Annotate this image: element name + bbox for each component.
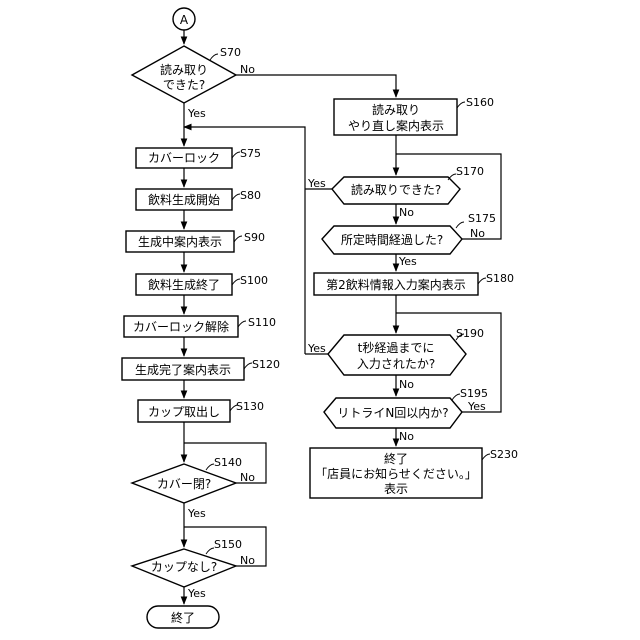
step-s180-process: 第2飲料情報入力案内表示	[314, 273, 478, 295]
s195-yes-label: Yes	[467, 400, 486, 413]
s175-yes-label: Yes	[398, 255, 417, 268]
s140-text: カバー閉?	[157, 477, 211, 491]
s140-no-label: No	[240, 471, 255, 484]
s195-no-label: No	[399, 430, 414, 443]
s70-no-label: No	[240, 63, 255, 76]
s140-yes-label: Yes	[187, 507, 206, 520]
id-s100: S100	[240, 274, 268, 287]
s190-no-label: No	[399, 378, 414, 391]
s70-line2: できた?	[163, 78, 205, 92]
id-s190: S190	[456, 327, 484, 340]
id-s110: S110	[248, 316, 276, 329]
s100-text: 飲料生成終了	[148, 277, 220, 292]
s110-text: カバーロック解除	[133, 319, 229, 334]
s170-yes-label: Yes	[307, 177, 326, 190]
id-s230: S230	[490, 448, 518, 461]
connector-a-label: A	[180, 13, 189, 27]
id-s130: S130	[236, 400, 264, 413]
id-s75: S75	[240, 147, 261, 160]
step-s140-decision: カバー閉?	[132, 464, 236, 503]
id-s120: S120	[252, 358, 280, 371]
s70-yes-label: Yes	[187, 107, 206, 120]
connector-a: A	[173, 8, 195, 30]
s190-yes-label: Yes	[307, 342, 326, 355]
s120-text: 生成完了案内表示	[135, 362, 231, 377]
id-s195: S195	[460, 387, 488, 400]
step-s195-decision: リトライN回以内か?	[324, 398, 462, 428]
s130-text: カップ取出し	[148, 405, 220, 419]
id-s70: S70	[220, 46, 241, 59]
s170-text: 読み取りできた?	[351, 182, 441, 197]
end-left-terminal: 終了	[147, 606, 219, 628]
id-s80: S80	[240, 189, 261, 202]
s70-line1: 読み取り	[160, 62, 208, 77]
id-s170: S170	[456, 165, 484, 178]
s230-line3: 表示	[384, 482, 408, 496]
step-s175-decision: 所定時間経過した?	[322, 226, 462, 254]
step-s75-process: カバーロック	[136, 148, 232, 168]
s190-line1: t秒経過までに	[358, 341, 435, 355]
s150-text: カップなし?	[151, 560, 217, 574]
id-s175: S175	[468, 212, 496, 225]
id-s180: S180	[486, 272, 514, 285]
step-s90-process: 生成中案内表示	[126, 231, 234, 252]
id-s140: S140	[214, 456, 242, 469]
step-s110-process: カバーロック解除	[124, 316, 238, 337]
step-s160-process: 読み取り やり直し案内表示	[334, 99, 457, 135]
s75-text: カバーロック	[148, 151, 220, 165]
step-s190-decision: t秒経過までに 入力されたか?	[328, 335, 466, 375]
s90-text: 生成中案内表示	[138, 234, 222, 249]
step-s150-decision: カップなし?	[132, 549, 236, 587]
id-s90: S90	[244, 231, 265, 244]
s230-line1: 終了	[384, 451, 408, 466]
s170-no-label: No	[399, 206, 414, 219]
s175-no-label: No	[470, 227, 485, 240]
step-s170-decision: 読み取りできた?	[332, 177, 460, 204]
step-s120-process: 生成完了案内表示	[122, 358, 244, 380]
s150-no-label: No	[240, 554, 255, 567]
id-s150: S150	[214, 538, 242, 551]
s80-text: 飲料生成開始	[148, 192, 220, 207]
end-left-text: 終了	[171, 610, 195, 625]
s160-line2: やり直し案内表示	[348, 118, 444, 133]
step-s100-process: 飲料生成終了	[136, 274, 232, 295]
s190-line2: 入力されたか?	[357, 357, 435, 371]
id-s160: S160	[466, 96, 494, 109]
step-s230-process: 終了 「店員にお知らせください。」 表示	[310, 448, 482, 498]
s160-line1: 読み取り	[372, 102, 420, 117]
step-s80-process: 飲料生成開始	[136, 189, 232, 210]
s180-text: 第2飲料情報入力案内表示	[326, 277, 466, 292]
s150-yes-label: Yes	[187, 587, 206, 600]
s175-text: 所定時間経過した?	[341, 232, 443, 247]
s230-line2: 「店員にお知らせください。」	[315, 467, 477, 481]
s195-text: リトライN回以内か?	[337, 406, 448, 420]
step-s130-process: カップ取出し	[138, 400, 230, 422]
